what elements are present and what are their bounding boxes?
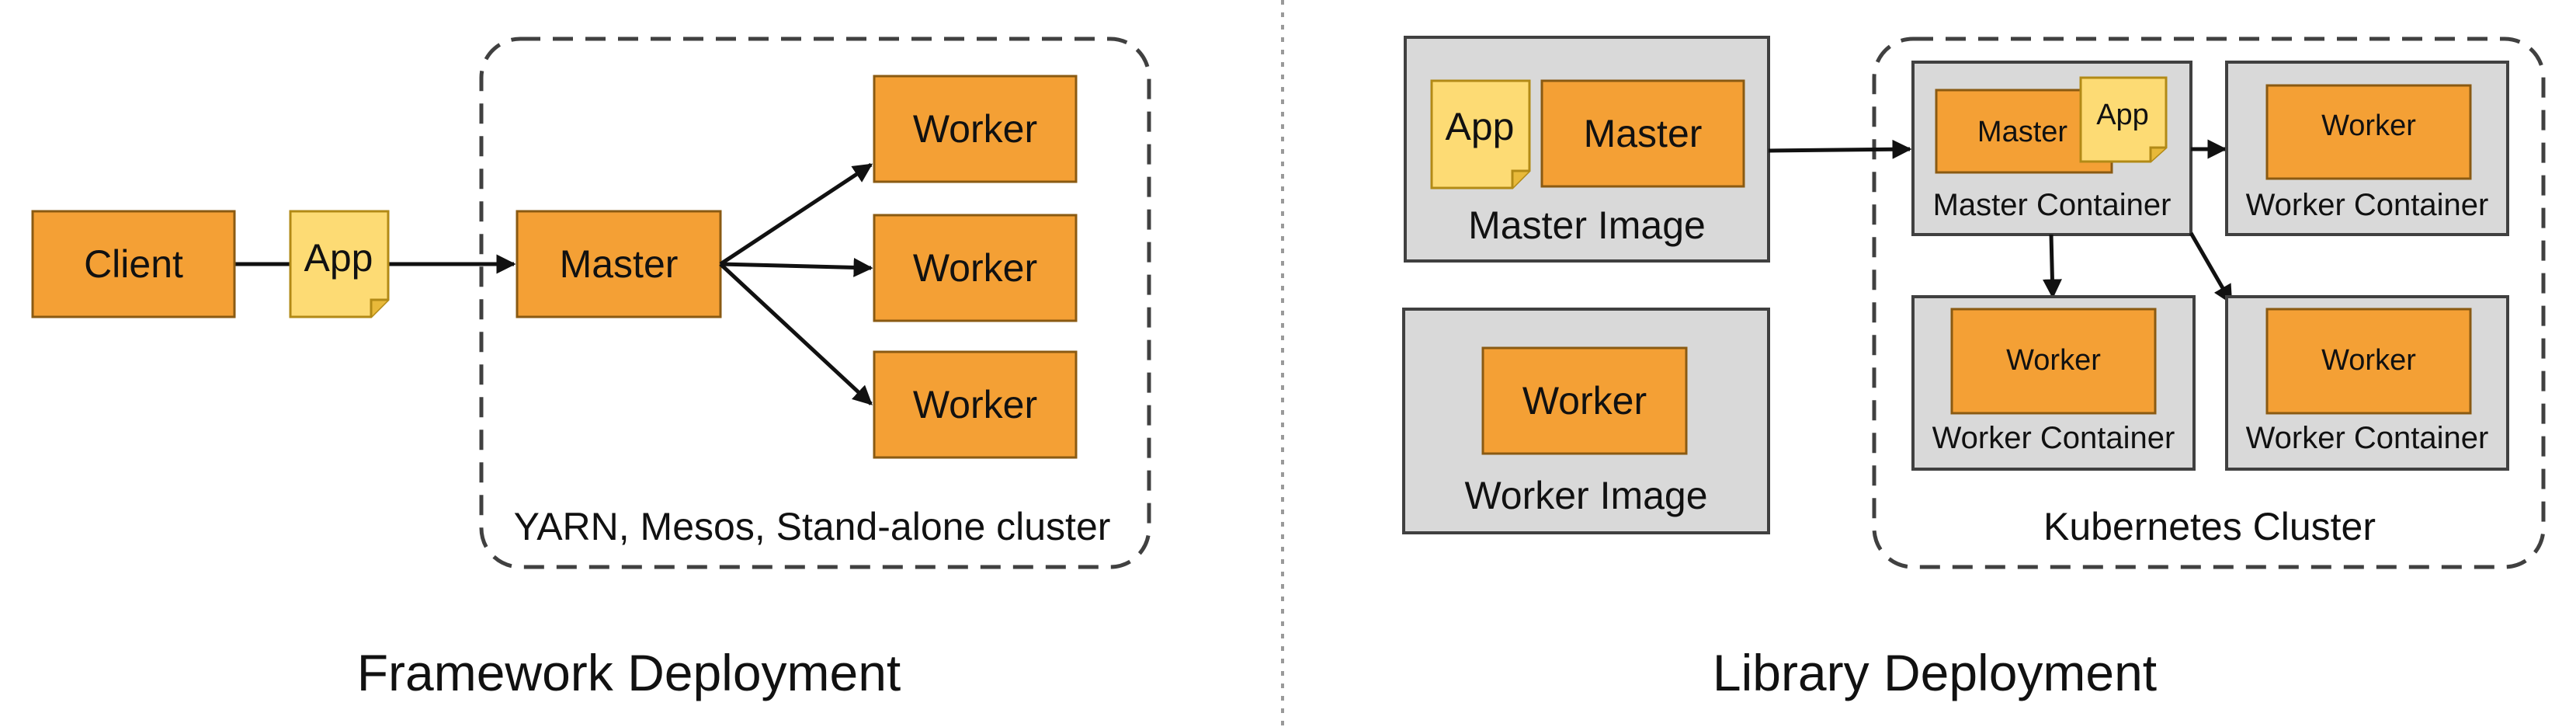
framework-worker-1-label: Worker (913, 107, 1037, 151)
master-to-worker-1-arrow (719, 162, 873, 266)
framework-master-node: Master (516, 210, 722, 318)
master-image-label: Master Image (1468, 203, 1706, 247)
kubernetes-cluster-boundary (1872, 37, 2546, 569)
master-image-panel: App Master Master Image (1404, 36, 1770, 263)
worker-container-3-worker-label: Worker (2321, 344, 2416, 377)
worker-container-2-label: Worker Container (1932, 421, 2175, 455)
master-container-app-label: App (2096, 99, 2149, 131)
master-to-worker-container-3-arrow (2189, 231, 2234, 305)
worker-container-3: Worker Worker Container (2225, 295, 2509, 471)
worker-container-2-worker-label: Worker (2006, 344, 2101, 377)
worker-image-label: Worker Image (1464, 474, 1707, 517)
worker-container-1-label: Worker Container (2246, 188, 2489, 222)
client-label: Client (84, 242, 183, 286)
framework-deployment-title: Framework Deployment (357, 644, 901, 701)
master-image-app-label: App (1446, 105, 1515, 148)
master-container-master-label: Master (1977, 116, 2067, 148)
worker-image-worker-label: Worker (1522, 379, 1647, 423)
framework-worker-2-label: Worker (913, 246, 1037, 290)
framework-master-label: Master (560, 242, 679, 286)
framework-worker-1: Worker (873, 75, 1078, 183)
worker-container-2: Worker Worker Container (1911, 295, 2196, 471)
master-to-worker-3-arrow (719, 263, 873, 405)
framework-cluster-boundary (479, 37, 1151, 569)
worker-container-3-label: Worker Container (2246, 421, 2489, 455)
master-container: Master App Master Container (1911, 61, 2192, 236)
worker-image-panel: Worker Worker Image (1402, 308, 1770, 534)
client-node: Client (31, 210, 236, 318)
master-image-master-node: Master (1540, 79, 1745, 188)
master-container-label: Master Container (1933, 188, 2172, 222)
worker-container-1: Worker Worker Container (2225, 61, 2509, 236)
master-to-worker-container-2-arrow (2042, 234, 2062, 299)
framework-cluster-label: YARN, Mesos, Stand-alone cluster (514, 505, 1111, 548)
app-note: App (289, 210, 390, 318)
master-image-app-note: App (1430, 79, 1531, 190)
image-to-master-container-arrow (1768, 139, 1912, 159)
worker-container-1-worker-label: Worker (2321, 110, 2416, 142)
library-deployment-title: Library Deployment (1713, 644, 2157, 701)
app-note-label: App (304, 236, 373, 280)
framework-worker-3-label: Worker (913, 383, 1037, 426)
master-container-app-note: App (2079, 76, 2168, 163)
worker-image-worker-node: Worker (1481, 346, 1688, 455)
framework-worker-2: Worker (873, 214, 1078, 322)
kubernetes-cluster-label: Kubernetes Cluster (2043, 505, 2376, 548)
master-to-worker-2-arrow (720, 257, 873, 277)
framework-worker-3: Worker (873, 350, 1078, 459)
master-image-master-label: Master (1584, 112, 1703, 155)
